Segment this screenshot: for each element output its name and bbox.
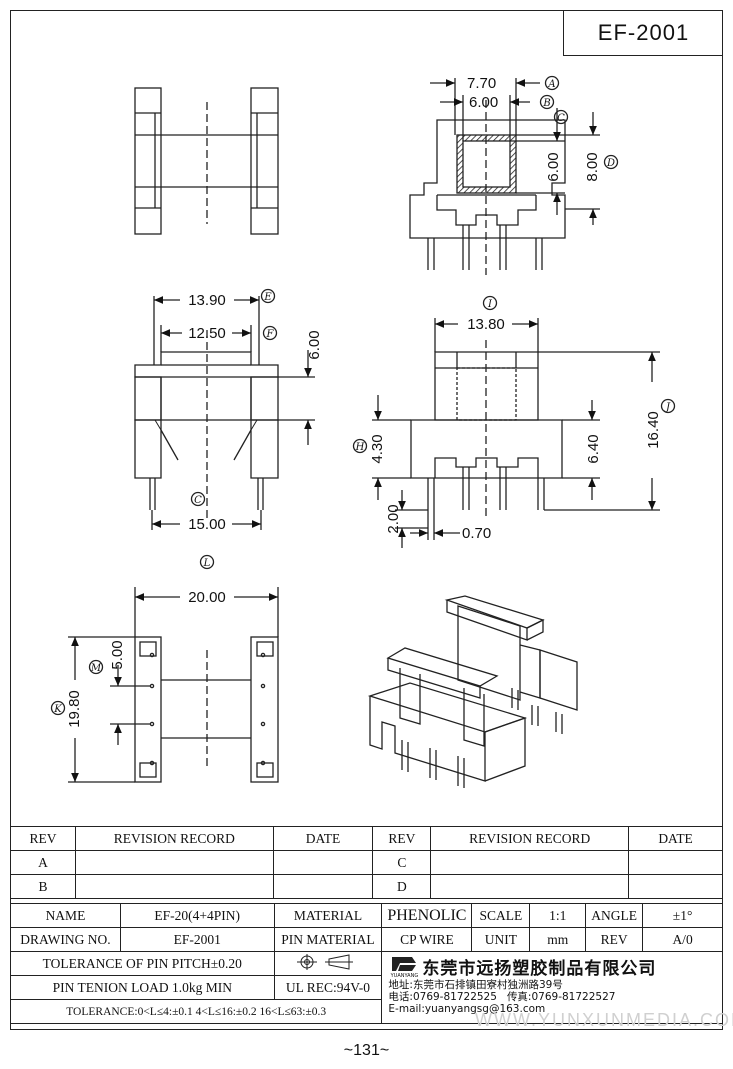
company-phone-fax: 电话:0769-81722525 传真:0769-81722527 <box>388 991 616 1003</box>
label-m: M <box>90 663 102 674</box>
record-cell <box>74 874 274 899</box>
dim-13-80: 13.80 <box>467 316 505 333</box>
label-j: J <box>664 402 671 413</box>
pin-tension-load: PIN TENION LOAD 1.0kg MIN <box>10 975 275 1000</box>
page-number: ~131~ <box>343 1042 390 1059</box>
table-row: A C <box>10 850 723 875</box>
rev-cell: B <box>10 874 76 899</box>
revision-header-row: REV REVISION RECORD DATE REV REVISION RE… <box>10 826 723 851</box>
record-cell <box>74 850 274 875</box>
dim-0-70: 0.70 <box>462 525 491 542</box>
isometric-view <box>367 595 578 788</box>
label-a: A <box>547 79 555 90</box>
scale-label: SCALE <box>471 903 531 928</box>
dim-13-90: 13.90 <box>188 292 226 309</box>
pin-material-value: CP WIRE <box>381 927 473 952</box>
revision-table: REV REVISION RECORD DATE REV REVISION RE… <box>10 826 723 899</box>
dim-6-00-inner: 6.00 <box>469 94 498 111</box>
rev-cell: D <box>372 874 432 899</box>
projection-symbol <box>273 951 383 976</box>
title-block-table: NAME EF-20(4+4PIN) MATERIAL PHENOLIC SCA… <box>9 903 723 1024</box>
dim-7-70: 7.70 <box>467 75 496 92</box>
dim-2-00: 2.00 <box>385 504 402 533</box>
end-view <box>409 78 600 275</box>
label-g: C <box>194 495 202 506</box>
dim-5-00: 5.00 <box>109 640 126 669</box>
technical-drawing: 7.70 6.00 6.00 8.00 13.90 12.50 6.00 15.… <box>50 75 676 788</box>
angle-value: ±1° <box>642 903 723 928</box>
projection-icon <box>296 953 353 970</box>
rev-value: A/0 <box>642 927 723 952</box>
rev-cell: C <box>372 850 432 875</box>
date-cell <box>628 850 723 875</box>
drawing-no-label: DRAWING NO. <box>10 927 121 952</box>
angle-label: ANGLE <box>585 903 644 928</box>
rev-header: REV <box>10 826 76 851</box>
label-i: I <box>487 299 493 310</box>
dim-16-40: 16.40 <box>645 411 662 449</box>
label-d: D <box>606 158 615 169</box>
label-b: B <box>542 98 550 109</box>
record-cell <box>430 874 630 899</box>
dim-20-00: 20.00 <box>188 589 226 606</box>
side-view <box>134 296 315 530</box>
company-block: YUANYANG 东莞市远扬塑胶制品有限公司 地址:东莞市石排镇田寮村独洲路39… <box>381 951 723 1024</box>
company-email: E-mail:yuanyangsg@163.com <box>388 1003 546 1015</box>
revision-record-header: REVISION RECORD <box>74 826 274 851</box>
dim-12-50: 12.50 <box>188 325 226 342</box>
label-l: L <box>203 558 211 569</box>
unit-value: mm <box>529 927 587 952</box>
dim-6-00-side: 6.00 <box>306 330 323 359</box>
pin-material-label: PIN MATERIAL <box>273 927 383 952</box>
date-cell <box>272 874 374 899</box>
label-e: E <box>263 292 272 303</box>
date-cell <box>272 850 374 875</box>
company-logo-icon: YUANYANG <box>390 955 418 979</box>
scale-value: 1:1 <box>529 903 587 928</box>
name-value: EF-20(4+4PIN) <box>119 903 275 928</box>
dim-15-00: 15.00 <box>188 516 226 533</box>
date-header: DATE <box>628 826 723 851</box>
material-value: PHENOLIC <box>381 903 473 928</box>
record-cell <box>430 850 630 875</box>
label-h: H <box>355 442 365 453</box>
dim-4-30: 4.30 <box>369 434 386 463</box>
dim-6-00-height: 6.00 <box>545 152 562 181</box>
watermark: WWW.YUNXUNMEDIA.COM <box>475 1010 733 1030</box>
revision-record-header: REVISION RECORD <box>430 826 630 851</box>
rev-label: REV <box>585 927 644 952</box>
dim-8-00: 8.00 <box>584 152 601 181</box>
tolerance-pin-pitch: TOLERANCE OF PIN PITCH±0.20 <box>10 951 275 976</box>
company-address: 地址:东莞市石排镇田寮村独洲路39号 <box>388 979 563 991</box>
company-name: YUANYANG 东莞市远扬塑胶制品有限公司 <box>382 954 722 979</box>
drawing-frame <box>10 10 723 1030</box>
rev-header: REV <box>372 826 432 851</box>
drawing-title: EF-2001 <box>563 10 723 56</box>
date-header: DATE <box>272 826 374 851</box>
table-row: B D <box>10 874 723 899</box>
label-f: F <box>266 329 275 340</box>
rev-cell: A <box>10 850 76 875</box>
top-view <box>134 87 279 235</box>
label-k: K <box>53 704 62 715</box>
dim-6-40: 6.40 <box>585 434 602 463</box>
name-label: NAME <box>10 903 121 928</box>
drawing-no-value: EF-2001 <box>119 927 275 952</box>
date-cell <box>628 874 723 899</box>
material-label: MATERIAL <box>273 903 383 928</box>
front-view <box>372 318 660 548</box>
label-c: C <box>557 113 565 124</box>
ul-rec: UL REC:94V-0 <box>273 975 383 1000</box>
unit-label: UNIT <box>471 927 531 952</box>
bottom-view <box>68 587 279 783</box>
dim-19-80: 19.80 <box>66 690 83 728</box>
general-tolerance: TOLERANCE:0<L≤4:±0.1 4<L≤16:±0.2 16<L≤63… <box>9 999 383 1024</box>
